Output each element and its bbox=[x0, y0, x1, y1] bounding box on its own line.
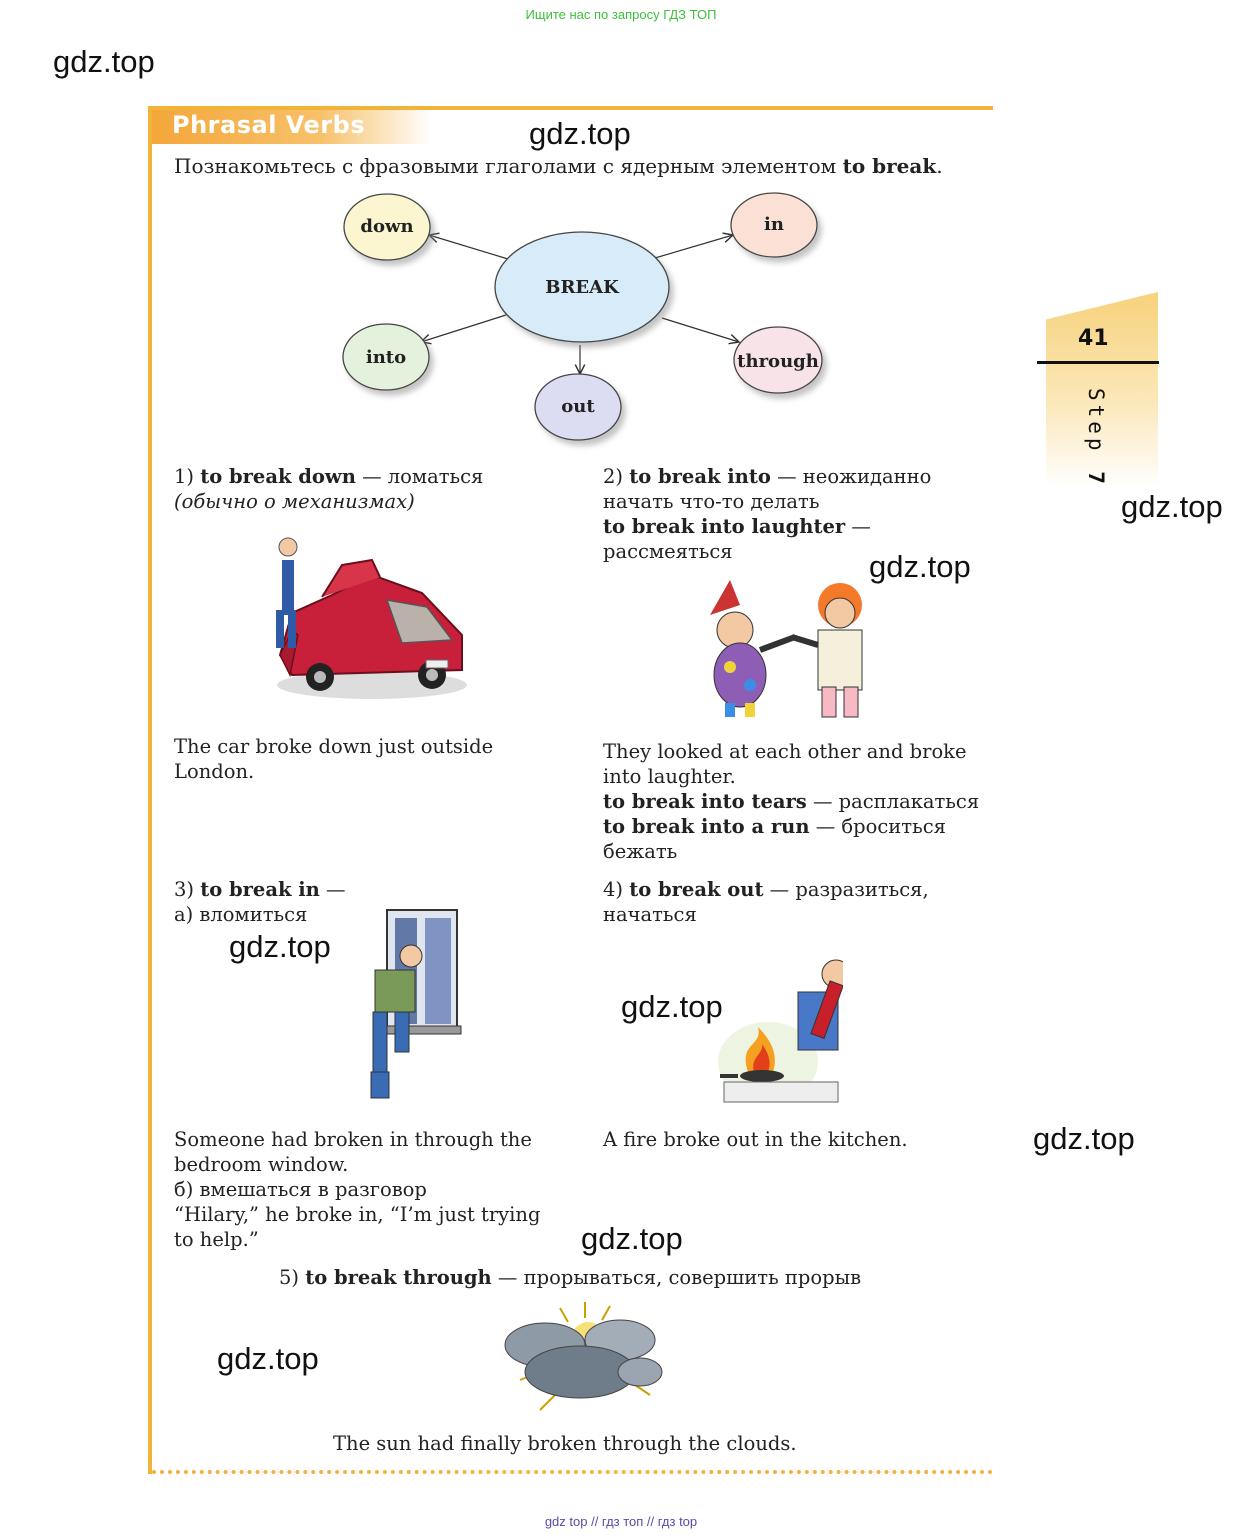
frame-bottom-dotted bbox=[152, 1470, 993, 1474]
watermark: gdz.top bbox=[53, 44, 155, 79]
node-out bbox=[534, 373, 622, 441]
header-band bbox=[152, 110, 432, 144]
section-2-heading: 2) to break into — неожиданно начать что… bbox=[603, 465, 932, 563]
watermark: gdz.top bbox=[621, 989, 723, 1024]
node-break-label: BREAK bbox=[545, 277, 620, 298]
broken-car-illustration bbox=[276, 537, 467, 699]
node-into bbox=[342, 323, 430, 391]
node-down-label: down bbox=[360, 216, 413, 237]
kitchen-fire-illustration bbox=[718, 959, 843, 1103]
node-out-label: out bbox=[561, 396, 595, 417]
section-title: Phrasal Verbs bbox=[172, 111, 366, 139]
frame-top bbox=[148, 106, 993, 110]
intro-verb: to break bbox=[842, 154, 937, 178]
watermark: gdz.top bbox=[869, 549, 971, 584]
section-1-heading: 1) to break down — ломаться(обычно о мех… bbox=[174, 465, 484, 513]
intro-text: Познакомьтесь с фразовыми глаголами с яд… bbox=[174, 154, 943, 178]
step-label: Step 7 bbox=[1084, 388, 1108, 488]
watermark: gdz.top bbox=[217, 1341, 319, 1376]
section-1-example: The car broke down just outside London. bbox=[174, 735, 494, 783]
node-through bbox=[733, 326, 823, 394]
node-through-label: through bbox=[737, 351, 819, 372]
watermark: gdz.top bbox=[1033, 1121, 1135, 1156]
burglar-illustration bbox=[370, 909, 462, 1099]
page-number: 41 bbox=[1078, 326, 1109, 351]
break-diagram: BREAK down in into through out bbox=[342, 192, 823, 441]
section-4-example: A fire broke out in the kitchen. bbox=[603, 1128, 908, 1151]
diagram-arrows bbox=[421, 235, 739, 374]
clouds-sun-illustration bbox=[504, 1302, 663, 1411]
frame-left bbox=[148, 106, 152, 1474]
section-3-examples: Someone had broken in through the bedroo… bbox=[174, 1128, 541, 1251]
node-in bbox=[730, 192, 818, 258]
side-divider bbox=[1037, 361, 1159, 364]
clowns-illustration bbox=[710, 580, 863, 718]
top-note: Ищите нас по запросу ГДЗ ТОП bbox=[525, 7, 717, 22]
section-5-heading: 5) to break through — прорываться, совер… bbox=[279, 1266, 862, 1289]
node-break bbox=[494, 231, 670, 343]
node-in-label: in bbox=[764, 214, 784, 235]
node-down bbox=[343, 193, 431, 261]
watermark: gdz.top bbox=[229, 929, 331, 964]
side-tab bbox=[1046, 292, 1158, 488]
watermark: gdz.top bbox=[529, 116, 631, 151]
section-2-example: They looked at each other and broke into… bbox=[603, 740, 980, 863]
watermark: gdz.top bbox=[1121, 489, 1223, 524]
watermark: gdz.top bbox=[581, 1221, 683, 1256]
footer: gdz top // гдз топ // гдз top bbox=[544, 1514, 698, 1529]
section-4-heading: 4) to break out — разразиться, начаться bbox=[603, 878, 929, 926]
section-3-heading: 3) to break in —а) вломиться bbox=[174, 878, 346, 926]
node-into-label: into bbox=[366, 347, 406, 368]
section-5-example: The sun had finally broken through the c… bbox=[333, 1432, 797, 1455]
